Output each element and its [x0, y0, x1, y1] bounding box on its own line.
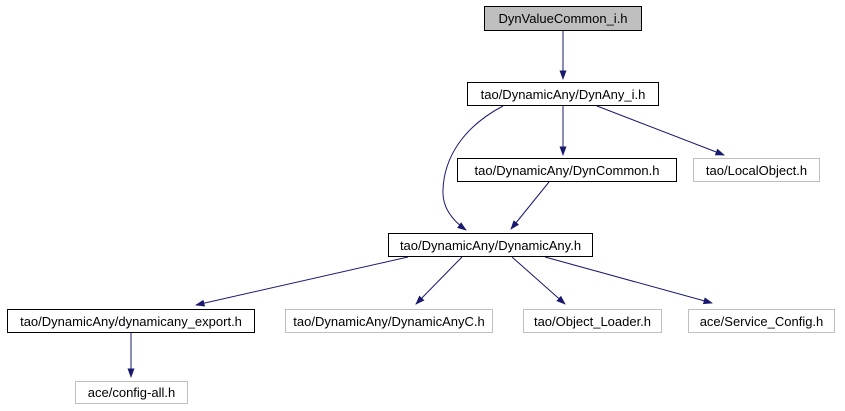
- edge-dynany_i-to-localobject: [596, 105, 725, 156]
- node-dynamicany-export-h[interactable]: tao/DynamicAny/dynamicany_export.h: [7, 309, 255, 333]
- edge-dynamicany-to-service_config: [544, 256, 713, 305]
- node-dynvaluecommon-i-h: DynValueCommon_i.h: [484, 6, 642, 31]
- edge-dynamicany-to-dynamicany_export: [195, 256, 409, 307]
- node-localobject-h: tao/LocalObject.h: [693, 158, 820, 182]
- edge-dynamicany-to-object_loader: [511, 256, 566, 305]
- node-dynamicany-h[interactable]: tao/DynamicAny/DynamicAny.h: [388, 233, 593, 257]
- edge-dynany_i-to-dynamicany: [442, 105, 504, 231]
- node-config-all-h: ace/config-all.h: [75, 381, 188, 404]
- node-dynamicanyc-h: tao/DynamicAny/DynamicAnyC.h: [285, 309, 493, 333]
- edge-dyncommon-to-dynamicany: [510, 181, 550, 230]
- node-object-loader-h: tao/Object_Loader.h: [523, 309, 662, 333]
- edge-dynamicany-to-dynamicanyc: [415, 256, 463, 305]
- node-dynany-i-h[interactable]: tao/DynamicAny/DynAny_i.h: [467, 82, 659, 106]
- node-dyncommon-h[interactable]: tao/DynamicAny/DynCommon.h: [457, 158, 677, 182]
- node-service-config-h: ace/Service_Config.h: [688, 309, 835, 333]
